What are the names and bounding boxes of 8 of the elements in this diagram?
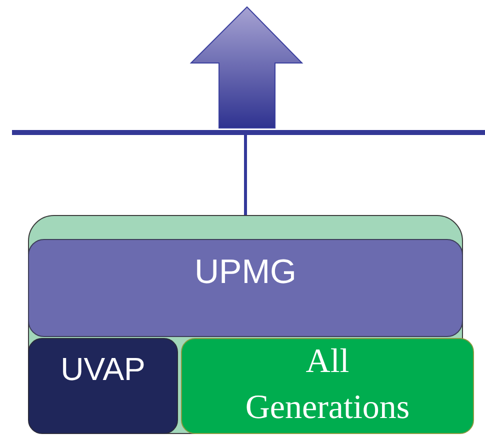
box-label: All Generations xyxy=(244,342,411,428)
layer-box xyxy=(28,239,463,337)
horizontal-bar xyxy=(12,130,485,135)
module-box xyxy=(28,338,178,434)
module-box xyxy=(181,338,474,434)
box-label: UPMG xyxy=(194,253,296,292)
box-label: UVAP xyxy=(60,351,146,388)
connector-line xyxy=(244,135,247,215)
